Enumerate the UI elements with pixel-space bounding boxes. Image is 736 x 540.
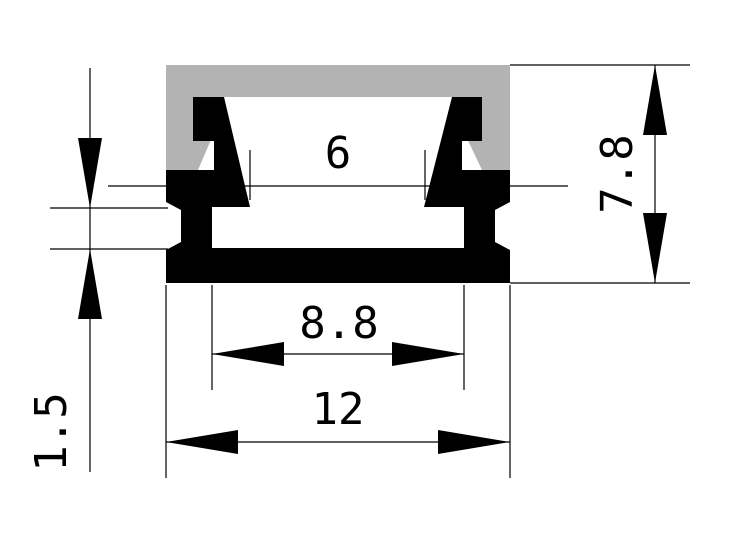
dimension-base-thickness	[78, 68, 102, 472]
label-base-thickness: 1.5	[26, 392, 77, 471]
diffuser-cover	[166, 65, 510, 170]
label-outer-width: 12	[312, 384, 365, 435]
extension-lines	[50, 64, 690, 478]
dimension-inner-width	[212, 342, 464, 366]
label-opening: 6	[325, 128, 352, 179]
dimension-height	[643, 65, 667, 283]
dimension-outer-width	[166, 430, 510, 454]
label-inner-width: 8.8	[299, 298, 378, 349]
label-height: 7.8	[592, 134, 643, 213]
aluminium-profile	[166, 97, 510, 283]
